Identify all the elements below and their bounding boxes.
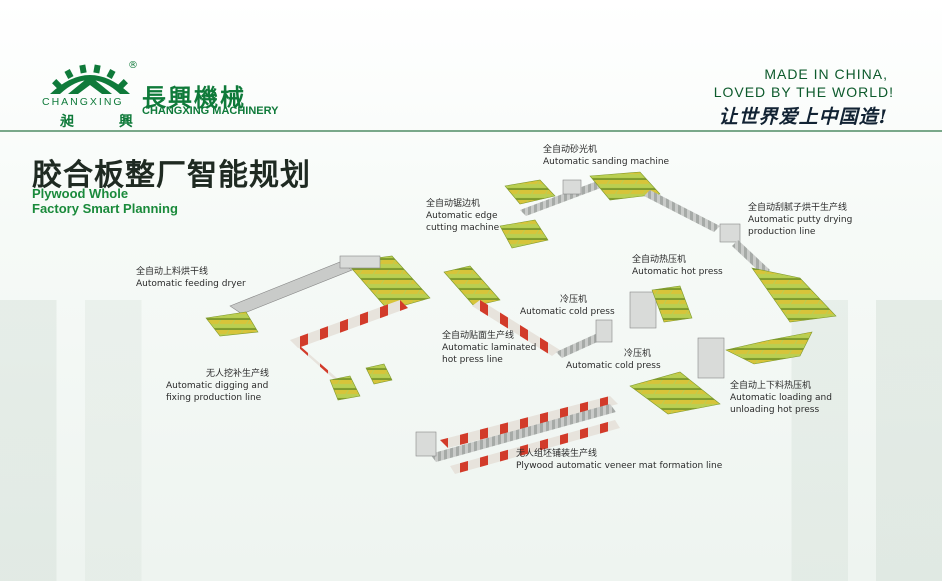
header-divider xyxy=(0,130,942,132)
boards-stack xyxy=(504,179,556,205)
veneer-line-group xyxy=(415,396,620,474)
digging-line-group xyxy=(290,300,408,401)
label-loading-unloading: 全自动上下料热压机 Automatic loading and unloadin… xyxy=(730,381,832,415)
logo-text-en: CHANGXING xyxy=(42,96,124,108)
feeding-dryer-group xyxy=(205,255,431,337)
machine xyxy=(719,223,741,243)
label-cold-press-2: 冷压机 Automatic cold press xyxy=(566,349,661,371)
conveyor xyxy=(732,240,770,276)
machine xyxy=(339,255,381,269)
conveyor xyxy=(520,180,606,216)
boards-stack xyxy=(629,371,721,415)
label-laminated: 全自动贴面生产线 Automatic laminated hot press l… xyxy=(442,331,537,365)
boards-stack xyxy=(443,265,501,307)
boards-stack xyxy=(329,375,361,401)
boards-stack xyxy=(751,267,837,323)
conveyor xyxy=(430,404,616,462)
brand-name-en: CHANGXING MACHINERY xyxy=(142,105,279,117)
conveyor-red xyxy=(290,300,408,348)
boards-stack xyxy=(725,331,813,365)
conveyor-red xyxy=(440,396,618,448)
page-title: 胶合板整厂智能规划 xyxy=(32,158,311,193)
label-sanding: 全自动砂光机 Automatic sanding machine xyxy=(543,145,670,167)
registered-mark: ® xyxy=(128,60,138,71)
boards-stack xyxy=(589,171,661,201)
boards-stack xyxy=(499,219,549,249)
label-cold-press-1: 冷压机 Automatic cold press xyxy=(520,295,615,317)
slogan-line3: 让世界爱上中国造! xyxy=(718,106,888,128)
boards-stack xyxy=(365,363,393,385)
hot-press xyxy=(697,337,725,379)
conveyor-red xyxy=(472,300,560,356)
slogan-line1: MADE IN CHINA, xyxy=(764,66,888,82)
conveyor-red xyxy=(290,340,345,385)
sanding-line-group xyxy=(499,171,837,365)
label-feeding-dryer: 全自动上料烘干线 Automatic feeding dryer xyxy=(136,267,246,289)
cold-press xyxy=(595,319,613,343)
boards-stack xyxy=(651,285,693,323)
machine xyxy=(415,431,437,457)
slogan-line2: LOVED BY THE WORLD! xyxy=(713,84,894,100)
label-hot-press: 全自动热压机 Automatic hot press xyxy=(632,255,723,277)
gear-logo-icon xyxy=(50,64,130,94)
label-digging-fixing: 无人挖补生产线 Automatic digging and fixing pro… xyxy=(166,369,270,403)
label-putty-drying: 全自动刮腻子烘干生产线 Automatic putty drying produ… xyxy=(748,203,853,237)
laminated-line-group xyxy=(443,265,693,358)
conveyor-red xyxy=(450,420,620,474)
brand-name-cn: 長興機械 xyxy=(142,83,246,112)
page-subtitle-line1: Plywood Whole xyxy=(32,186,129,201)
page-subtitle-line2: Factory Smart Planning xyxy=(32,201,178,216)
boards-stack xyxy=(205,311,259,337)
conveyor xyxy=(644,190,720,232)
dryer-body xyxy=(229,261,353,315)
machine xyxy=(562,179,582,195)
label-veneer-mat: 无人组坯铺装生产线 Plywood automatic veneer mat f… xyxy=(516,449,723,471)
conveyor xyxy=(556,332,606,358)
hot-press xyxy=(629,291,657,329)
loading-press-group xyxy=(629,337,725,415)
header: ® CHANGXING 昶 興 長興機械 CHANGXING MACHINERY… xyxy=(0,0,942,132)
label-edge-cutting: 全自动锯边机 Automatic edge cutting machine xyxy=(426,199,500,233)
logo-text-cn: 昶 興 xyxy=(60,114,153,130)
